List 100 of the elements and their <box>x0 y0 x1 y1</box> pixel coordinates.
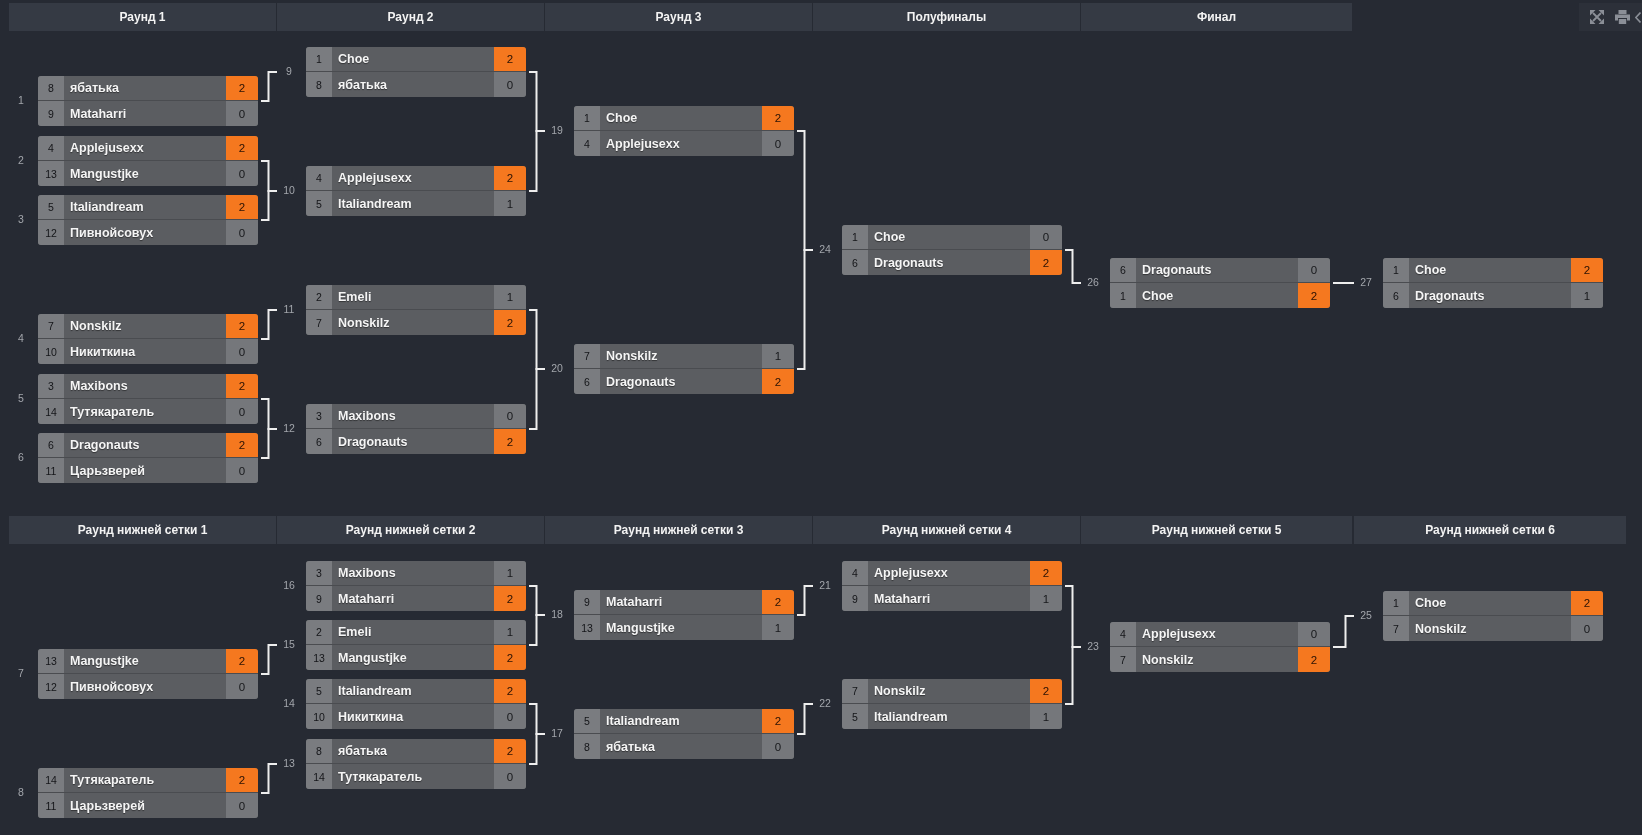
seed-number: 6 <box>574 369 600 394</box>
player-name: ябатька <box>338 77 387 92</box>
seed-number: 7 <box>1383 616 1409 641</box>
player-name: Italiandream <box>606 713 680 729</box>
bracket-line <box>260 71 278 102</box>
seed-number: 14 <box>38 768 64 792</box>
seed-number: 1 <box>574 106 600 130</box>
winning-score: 2 <box>494 47 526 71</box>
player-name: Italiandream <box>338 196 412 211</box>
match-number: 10 <box>283 184 295 197</box>
winning-score: 2 <box>1571 591 1603 615</box>
match-number: 26 <box>1087 276 1099 289</box>
score: 0 <box>226 101 258 126</box>
round-header: Полуфиналы <box>813 3 1080 31</box>
seed-number: 13 <box>38 649 64 673</box>
seed-number: 12 <box>38 674 64 699</box>
player-name: Emeli <box>338 624 372 640</box>
score: 0 <box>226 674 258 699</box>
score: 1 <box>1571 283 1603 308</box>
round-header: Раунд 1 <box>9 3 276 31</box>
bracket-line <box>796 585 814 616</box>
winning-score: 2 <box>494 645 526 670</box>
match-number: 27 <box>1360 276 1372 289</box>
match-number: 3 <box>18 213 24 226</box>
winning-score: 2 <box>494 739 526 763</box>
seed-number: 4 <box>1110 622 1136 646</box>
player-name: Mataharri <box>70 106 127 121</box>
seed-number: 4 <box>38 136 64 160</box>
player-name: Italiandream <box>874 709 948 724</box>
player-name: Applejusexx <box>1142 626 1216 642</box>
seed-number: 7 <box>574 344 600 368</box>
bracket-line <box>528 130 546 192</box>
score: 0 <box>226 339 258 364</box>
player-name: Dragonauts <box>606 374 676 389</box>
seed-number: 2 <box>306 620 332 644</box>
match-number: 8 <box>18 786 24 799</box>
player-name: Italiandream <box>338 683 412 699</box>
player-name: Maxibons <box>338 408 396 424</box>
bracket-line <box>260 428 278 459</box>
match-number: 23 <box>1087 640 1099 653</box>
player-name: Italiandream <box>70 199 144 215</box>
player-name: Applejusexx <box>338 170 412 186</box>
seed-number: 5 <box>842 704 868 729</box>
player-name: Nonskilz <box>1142 652 1194 667</box>
seed-number: 7 <box>842 679 868 703</box>
player-name: Mangustjke <box>606 620 675 635</box>
match-number: 5 <box>18 392 24 405</box>
player-name: Choe <box>1415 595 1447 611</box>
player-name: Царьзверей <box>70 798 145 813</box>
player-name: Emeli <box>338 289 372 305</box>
player-name: Maxibons <box>70 378 128 394</box>
round-header: Раунд нижней сетки 4 <box>813 516 1080 544</box>
winning-score: 2 <box>1030 679 1062 703</box>
player-name: Царьзверей <box>70 463 145 478</box>
player-name: Applejusexx <box>874 565 948 581</box>
winning-score: 2 <box>762 369 794 394</box>
match-number: 6 <box>18 451 24 464</box>
winning-score: 2 <box>226 314 258 338</box>
seed-number: 3 <box>38 374 64 398</box>
winning-score: 2 <box>226 136 258 160</box>
score: 0 <box>494 764 526 789</box>
seed-number: 4 <box>574 131 600 156</box>
player-name: Mangustjke <box>70 653 139 669</box>
seed-number: 7 <box>306 310 332 335</box>
player-name: Nonskilz <box>70 318 122 334</box>
player-name: Тутякаратель <box>338 769 423 784</box>
seed-number: 14 <box>38 399 64 424</box>
winning-score: 2 <box>226 195 258 219</box>
winning-score: 2 <box>494 310 526 335</box>
player-name: Nonskilz <box>606 348 658 364</box>
bracket-line <box>1064 249 1082 284</box>
score: 0 <box>494 72 526 97</box>
match-number: 7 <box>18 667 24 680</box>
bracket-line <box>1332 282 1355 284</box>
match-number: 17 <box>551 727 563 740</box>
seed-number: 10 <box>306 704 332 729</box>
seed-number: 1 <box>1110 283 1136 308</box>
bracket-line <box>260 644 278 675</box>
seed-number: 6 <box>38 433 64 457</box>
winning-score: 2 <box>494 166 526 190</box>
bracket-line <box>796 703 814 735</box>
match-number: 9 <box>286 65 292 78</box>
bracket-line <box>1064 646 1082 705</box>
bracket-line <box>260 309 278 340</box>
score: 1 <box>494 620 526 644</box>
seed-number: 7 <box>38 314 64 338</box>
seed-number: 12 <box>38 220 64 245</box>
player-name: Nonskilz <box>874 683 926 699</box>
player-name: Choe <box>874 229 906 245</box>
bracket-line <box>528 368 546 430</box>
score: 0 <box>226 458 258 483</box>
score: 0 <box>1571 616 1603 641</box>
player-name: Choe <box>1415 262 1447 278</box>
seed-number: 14 <box>306 764 332 789</box>
match-number: 21 <box>819 579 831 592</box>
seed-number: 4 <box>306 166 332 190</box>
round-header: Раунд нижней сетки 1 <box>9 516 276 544</box>
winning-score: 2 <box>494 679 526 703</box>
round-header: Финал <box>1081 3 1352 31</box>
match-number: 13 <box>283 757 295 770</box>
